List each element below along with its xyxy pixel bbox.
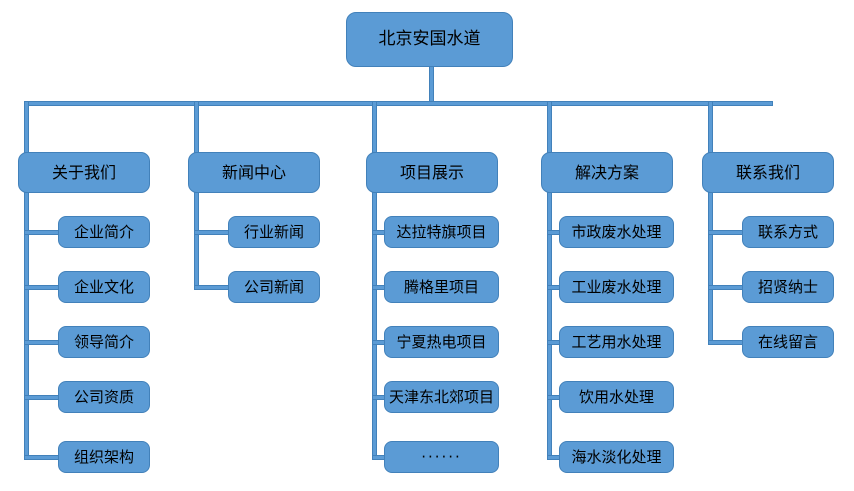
connector-stub-1-1 <box>194 285 230 290</box>
node-branch-2[interactable]: 项目展示 <box>366 152 498 193</box>
connector-drop-branch-2 <box>372 101 377 153</box>
node-leaf-3-0-label: 市政废水处理 <box>571 222 662 241</box>
node-leaf-3-0[interactable]: 市政废水处理 <box>559 216 674 248</box>
node-leaf-4-0-label: 联系方式 <box>757 222 818 241</box>
node-leaf-3-4[interactable]: 海水淡化处理 <box>559 441 674 473</box>
node-branch-4[interactable]: 联系我们 <box>702 152 834 193</box>
node-leaf-3-3-label: 饮用水处理 <box>578 387 654 406</box>
node-leaf-3-3[interactable]: 饮用水处理 <box>559 381 674 413</box>
node-branch-0-label: 关于我们 <box>51 162 116 182</box>
node-leaf-3-1-label: 工业废水处理 <box>571 277 662 296</box>
node-leaf-0-1[interactable]: 企业文化 <box>58 271 150 303</box>
node-branch-0[interactable]: 关于我们 <box>18 152 150 193</box>
node-leaf-0-4[interactable]: 组织架构 <box>58 441 150 473</box>
node-branch-3-label: 解决方案 <box>574 162 639 182</box>
connector-spine-branch-1 <box>194 192 199 289</box>
connector-drop-branch-1 <box>194 101 199 153</box>
node-leaf-4-1[interactable]: 招贤纳士 <box>742 271 834 303</box>
node-leaf-3-1[interactable]: 工业废水处理 <box>559 271 674 303</box>
connector-spine-branch-4 <box>708 192 713 344</box>
node-leaf-2-3[interactable]: 天津东北郊项目 <box>384 381 499 413</box>
node-leaf-2-1-label: 腾格里项目 <box>403 277 479 296</box>
node-leaf-0-3-label: 公司资质 <box>73 387 134 406</box>
node-leaf-2-1[interactable]: 腾格里项目 <box>384 271 499 303</box>
node-leaf-4-0[interactable]: 联系方式 <box>742 216 834 248</box>
node-leaf-0-1-label: 企业文化 <box>73 277 134 296</box>
node-branch-1[interactable]: 新闻中心 <box>188 152 320 193</box>
node-leaf-2-4-label: ······ <box>421 447 462 466</box>
connector-stub-4-1 <box>708 285 744 290</box>
connector-stub-4-0 <box>708 230 744 235</box>
connector-root-drop <box>429 66 434 105</box>
node-leaf-0-0-label: 企业简介 <box>73 222 134 241</box>
node-leaf-1-1[interactable]: 公司新闻 <box>228 271 320 303</box>
node-leaf-4-2-label: 在线留言 <box>757 332 818 351</box>
node-branch-1-label: 新闻中心 <box>221 162 286 182</box>
node-leaf-4-1-label: 招贤纳士 <box>757 277 818 296</box>
node-branch-2-label: 项目展示 <box>399 162 464 182</box>
node-leaf-2-2[interactable]: 宁夏热电项目 <box>384 326 499 358</box>
connector-stub-1-0 <box>194 230 230 235</box>
node-branch-3[interactable]: 解决方案 <box>541 152 673 193</box>
node-leaf-0-2[interactable]: 领导简介 <box>58 326 150 358</box>
node-leaf-0-0[interactable]: 企业简介 <box>58 216 150 248</box>
node-leaf-0-3[interactable]: 公司资质 <box>58 381 150 413</box>
connector-stub-0-0 <box>24 230 60 235</box>
connector-bus-bar <box>27 101 773 106</box>
connector-stub-0-1 <box>24 285 60 290</box>
node-leaf-3-2-label: 工艺用水处理 <box>571 332 662 351</box>
node-leaf-2-2-label: 宁夏热电项目 <box>396 332 487 351</box>
node-leaf-3-4-label: 海水淡化处理 <box>571 447 662 466</box>
connector-drop-branch-0 <box>24 101 29 153</box>
node-leaf-4-2[interactable]: 在线留言 <box>742 326 834 358</box>
node-leaf-2-0-label: 达拉特旗项目 <box>396 222 487 241</box>
node-leaf-0-4-label: 组织架构 <box>73 447 134 466</box>
node-branch-4-label: 联系我们 <box>735 162 800 182</box>
node-leaf-0-2-label: 领导简介 <box>73 332 134 351</box>
node-leaf-2-4[interactable]: ······ <box>384 441 499 473</box>
connector-drop-branch-3 <box>547 101 552 153</box>
connector-stub-0-2 <box>24 340 60 345</box>
connector-stub-0-3 <box>24 395 60 400</box>
node-leaf-2-3-label: 天津东北郊项目 <box>388 387 494 406</box>
node-root-label: 北京安国水道 <box>378 29 481 50</box>
connector-stub-4-2 <box>708 340 744 345</box>
node-leaf-2-0[interactable]: 达拉特旗项目 <box>384 216 499 248</box>
node-leaf-1-0[interactable]: 行业新闻 <box>228 216 320 248</box>
node-leaf-3-2[interactable]: 工艺用水处理 <box>559 326 674 358</box>
node-root[interactable]: 北京安国水道 <box>346 12 513 67</box>
node-leaf-1-1-label: 公司新闻 <box>243 277 304 296</box>
node-leaf-1-0-label: 行业新闻 <box>243 222 304 241</box>
connector-stub-0-4 <box>24 455 60 460</box>
connector-drop-branch-4 <box>708 101 713 153</box>
